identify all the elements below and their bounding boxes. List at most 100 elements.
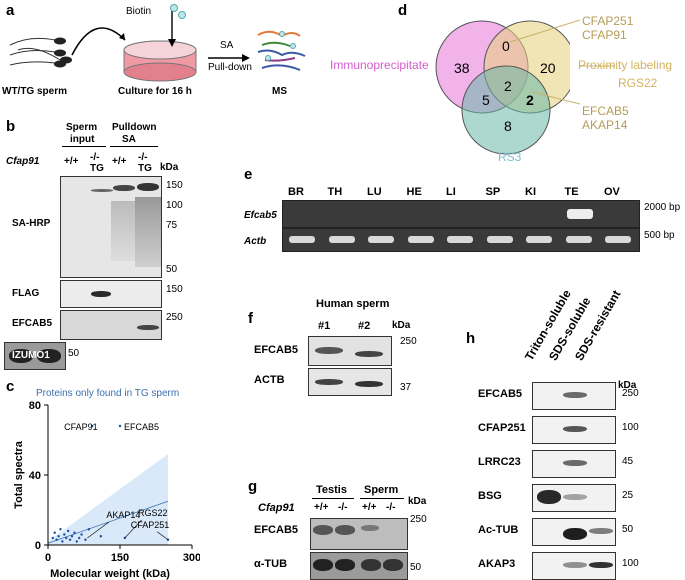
blot-f-actb [308, 368, 392, 396]
tissue-he: HE [406, 186, 422, 198]
lane-3: +/+ [112, 156, 127, 167]
h-kda: kDa [618, 380, 637, 391]
data-point [61, 540, 64, 543]
g-gene: Cfap91 [258, 502, 295, 514]
x-tick-label: 300 [183, 552, 200, 564]
annotation-leader [157, 531, 169, 540]
data-point [70, 535, 74, 538]
lane-1: +/+ [64, 156, 79, 167]
lane-2: -/- [90, 152, 100, 163]
row-sahrp: SA-HRP [12, 218, 51, 229]
panel-b-label: b [6, 118, 16, 135]
g-lane-4: -/- [386, 502, 396, 513]
blot-efcab5 [60, 310, 162, 340]
panel-c-label: c [6, 378, 15, 395]
blot-flag [60, 280, 162, 308]
venn-diagram [435, 20, 570, 155]
actb-band [407, 236, 434, 243]
data-point [53, 531, 56, 534]
size-2000: 2000 bp [644, 202, 681, 213]
g-kda: kDa [408, 496, 427, 507]
h-marker: 100 [622, 422, 639, 433]
f-row-actb: ACTB [254, 374, 285, 386]
venn-rs3 [461, 65, 551, 155]
data-point [75, 540, 79, 543]
h-band [563, 528, 587, 540]
data-point [99, 535, 103, 538]
annotation-cfap91: CFAP91 [64, 422, 98, 432]
panel-f-label: f [248, 310, 253, 327]
blot-f-efcab5 [308, 336, 392, 366]
data-point [63, 533, 66, 536]
h-band [563, 494, 587, 500]
human-sperm-header: Human sperm [316, 298, 390, 310]
fit-band [48, 454, 168, 545]
count-center: 2 [504, 78, 512, 94]
h-marker: 250 [622, 388, 639, 399]
gel-efcab5 [282, 200, 640, 228]
actb-band [447, 236, 473, 243]
arrow-icon [71, 27, 126, 56]
marker-izumo1: 50 [68, 348, 80, 359]
marker-efcab5: 250 [166, 312, 183, 323]
blot-sahrp [60, 176, 162, 278]
col-underline-sa [110, 146, 158, 147]
tissue-ov: OV [604, 186, 620, 198]
panel-a-schematic [9, 4, 306, 82]
tg-2: TG [138, 163, 152, 174]
lane-4: -/- [138, 152, 148, 163]
blot-g-atub [310, 552, 408, 580]
y-tick-label: 40 [29, 470, 41, 482]
sa-label: SA [220, 40, 234, 51]
panel-h-label: h [466, 330, 476, 347]
data-point [68, 538, 72, 541]
h-band [563, 392, 587, 398]
size-500: 500 bp [644, 230, 675, 241]
g-group-testis: Testis [316, 484, 347, 496]
g-row-atub: α-TUB [254, 558, 288, 570]
row-flag: FLAG [12, 288, 40, 299]
g-underline-testis [312, 498, 354, 499]
gel-actb [282, 228, 640, 252]
x-tick-label: 0 [45, 552, 51, 564]
x-tick-label: 150 [111, 552, 129, 564]
row-efcab5-gene: Efcab5 [244, 210, 277, 221]
x-axis-label: Molecular weight (kDa) [50, 568, 170, 580]
actb-band [605, 236, 631, 243]
row-efcab5: EFCAB5 [12, 318, 53, 329]
h-marker: 45 [622, 456, 634, 467]
h-blot [532, 552, 616, 580]
h-band [563, 460, 587, 466]
h-marker: 50 [622, 524, 634, 535]
data-point [87, 528, 91, 531]
set-rs3: RS3 [498, 150, 522, 164]
h-row-bsg: BSG [478, 490, 502, 502]
ms-label: MS [272, 86, 287, 97]
h-row-lrrc23: LRRC23 [478, 456, 521, 468]
data-point [51, 536, 54, 540]
data-point [65, 536, 68, 540]
panel-a-label: a [6, 2, 15, 19]
callout-rgs22: RGS22 [618, 76, 658, 90]
h-row-cfap251: CFAP251 [478, 422, 526, 434]
actb-band [289, 236, 315, 243]
annotation-efcab5: EFCAB5 [124, 422, 159, 432]
row-actb-gene: Actb [244, 236, 267, 247]
f-marker-37: 37 [400, 382, 412, 393]
f-marker-250: 250 [400, 336, 417, 347]
g-lane-3: +/+ [362, 502, 377, 513]
col-input: input [70, 134, 95, 145]
fit-line [47, 500, 169, 544]
g-row-efcab5: EFCAB5 [254, 524, 299, 536]
col-sa: SA [122, 134, 136, 145]
h-band [563, 426, 587, 432]
callout-efcab5: EFCAB5 [582, 104, 629, 118]
sperm-icon [9, 37, 61, 66]
tissue-ki: KI [525, 186, 536, 198]
actb-band [565, 236, 592, 243]
annotation-cfap251: CFAP251 [131, 520, 170, 530]
annotation-rgs22: RGS22 [138, 508, 168, 518]
chart-title: Proteins only found in TG sperm [36, 388, 180, 399]
h-row-ac-tub: Ac-TUB [478, 524, 519, 536]
data-point [80, 533, 83, 536]
